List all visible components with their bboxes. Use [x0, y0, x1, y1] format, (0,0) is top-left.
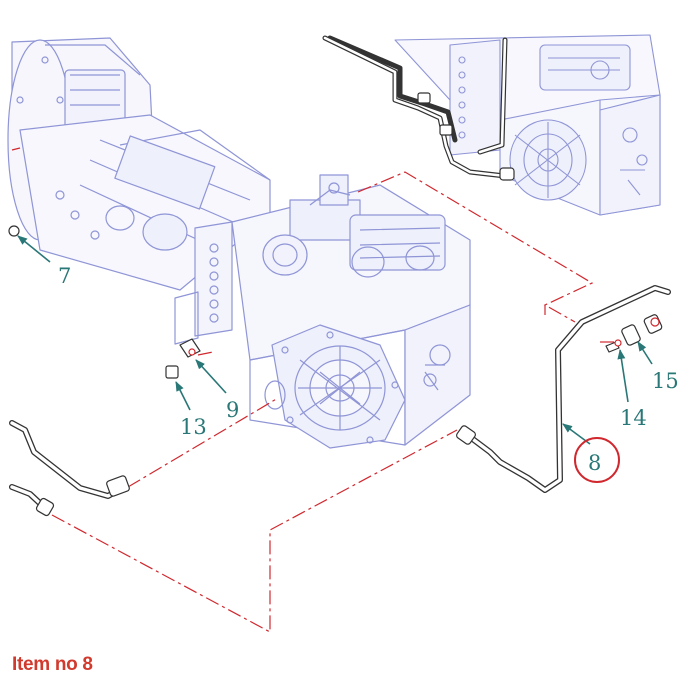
highlight-circle-icon [574, 437, 620, 483]
parts-diagram: 7 8 9 13 14 15 [7, 34, 679, 634]
fitting-13-icon [165, 365, 179, 379]
callout-7: 7 [58, 264, 71, 288]
leader-lines [17, 235, 653, 445]
callout-14: 14 [620, 406, 647, 430]
callout-8: 8 [588, 451, 601, 475]
centerlines [11, 147, 618, 634]
callout-13: 13 [180, 415, 207, 439]
callout-15: 15 [652, 369, 679, 393]
item-caption: Item no 8 [12, 654, 93, 675]
fitting-7-icon [8, 225, 20, 237]
callout-9: 9 [226, 398, 239, 422]
inset-transmission-view [394, 34, 661, 216]
pipes [8, 35, 671, 517]
transmission-housing [7, 37, 471, 449]
